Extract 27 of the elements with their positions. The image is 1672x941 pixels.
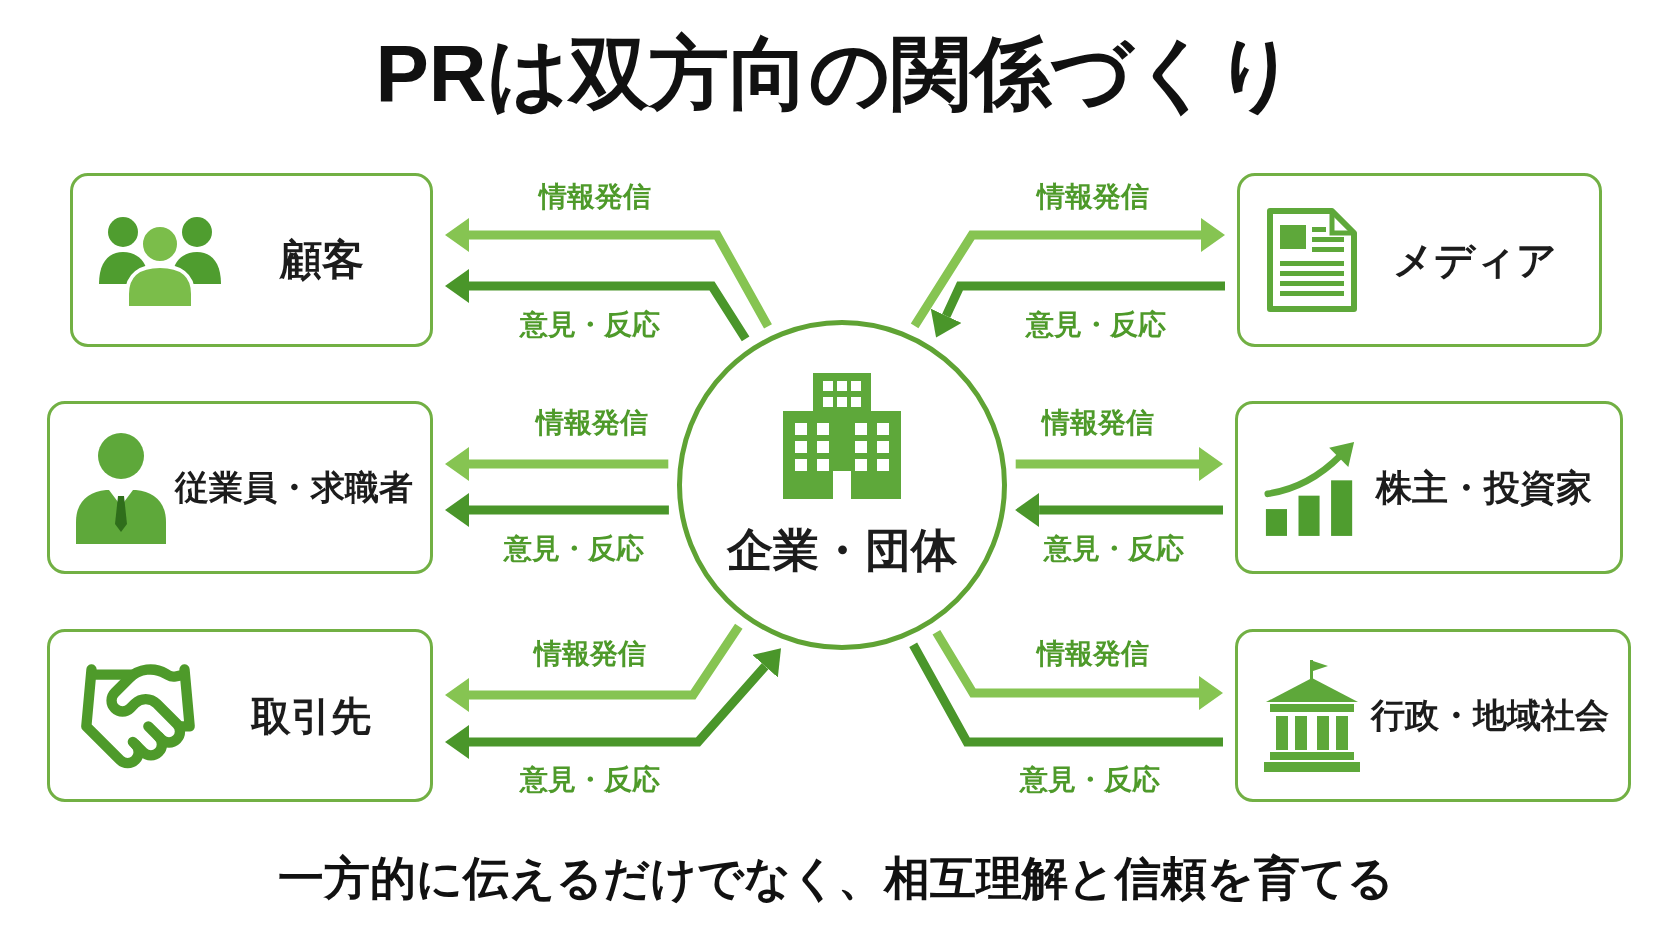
node-label: 株主・投資家 [1376,465,1592,510]
arrow [445,218,772,329]
stakeholder-box [1235,401,1623,574]
arrow [930,281,1225,338]
arrow [1015,493,1223,527]
node-label: 行政・地域社会 [1371,695,1609,736]
caption: 一方的に伝えるだけでなく、相互理解と信頼を育てる [278,852,1394,905]
stakeholder-box [1235,629,1631,802]
node-label: 顧客 [279,234,364,285]
title: PRは双方向の関係づくり [375,28,1297,120]
arrow [445,447,669,481]
node-label: メディア [1392,237,1557,284]
stakeholder-box [70,173,433,347]
node-label: 従業員・求職者 [175,467,413,508]
arrow [445,269,750,342]
arrow [445,623,743,712]
arrow [932,630,1223,710]
arrow [1015,447,1223,481]
node-label: 取引先 [251,692,371,740]
stakeholder-box [47,401,433,574]
arrow [445,648,781,759]
arrow [910,218,1225,329]
connector-line [909,642,1223,747]
node-label: 企業・団体 [727,523,957,578]
stakeholder-box [47,629,433,802]
arrow [445,493,669,527]
stakeholder-box [1237,173,1602,347]
